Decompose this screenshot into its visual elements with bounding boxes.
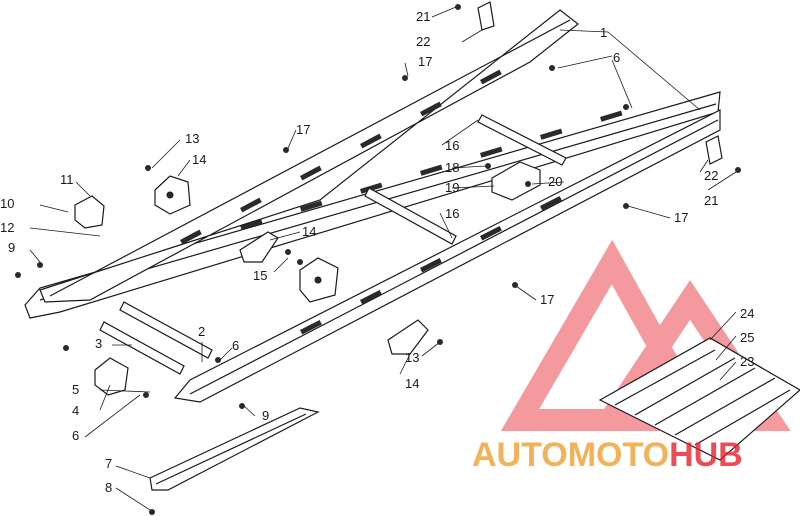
track-23 [598, 337, 800, 461]
svg-text:AUTOMOTOHUB: AUTOMOTOHUB [472, 436, 743, 474]
callout-11: 11 [60, 172, 74, 187]
callout-18: 18 [445, 160, 459, 175]
callout-8: 8 [105, 480, 112, 495]
callout-13a: 13 [185, 131, 199, 146]
callout-3: 3 [95, 336, 102, 351]
hyfax-wear-strip-7 [149, 407, 320, 491]
stop-block-11 [74, 195, 105, 229]
rear-bracket-22a [477, 1, 495, 31]
callout-12: 12 [0, 220, 14, 235]
callout-6c: 6 [72, 428, 79, 443]
callout-10: 10 [0, 196, 14, 211]
callout-15: 15 [253, 268, 267, 283]
callout-6a: 6 [613, 50, 620, 65]
callout-21b: 21 [704, 193, 718, 208]
callout-14b: 14 [302, 224, 316, 239]
fasteners [15, 4, 741, 515]
cross-shaft-3 [99, 321, 185, 375]
callout-22a: 22 [416, 34, 430, 49]
callout-16b: 16 [445, 206, 459, 221]
callout-labels: 1 2 3 4 5 6 6 6 7 8 9 9 10 11 12 13 13 1… [0, 9, 754, 495]
callout-19: 19 [445, 180, 459, 195]
bracket-14b [239, 231, 279, 263]
bumper-4 [94, 357, 129, 396]
callout-7: 7 [105, 456, 112, 471]
callout-9a: 9 [8, 240, 15, 255]
callout-2: 2 [198, 324, 205, 339]
callout-13b: 13 [405, 350, 419, 365]
cross-shaft-2 [119, 301, 213, 359]
watermark-text: AUTOMOTOHUB [472, 436, 743, 474]
bracket-14c [299, 257, 339, 303]
cross-shaft-16a [477, 114, 567, 166]
callout-16a: 16 [445, 138, 459, 153]
callout-17d: 17 [540, 292, 554, 307]
callout-23: 23 [740, 354, 754, 369]
callout-9b: 9 [262, 408, 269, 423]
watermark-text-part1: AUTOMOTO [472, 436, 669, 474]
callout-21a: 21 [416, 9, 430, 24]
callout-5: 5 [72, 382, 79, 397]
callout-17c: 17 [674, 210, 688, 225]
bracket-14a [154, 175, 191, 215]
callout-20: 20 [548, 174, 562, 189]
callout-14a: 14 [192, 152, 206, 167]
cross-shaft-16b [364, 187, 457, 245]
leader-lines [29, 6, 737, 511]
watermark-text-part2: HUB [669, 436, 743, 474]
bracket-14d [387, 319, 429, 355]
callout-4: 4 [72, 403, 79, 418]
callout-1: 1 [600, 25, 607, 40]
callout-22b: 22 [704, 168, 718, 183]
right-slide-rail [39, 9, 579, 303]
callout-14c: 14 [405, 376, 419, 391]
wear-block-19 [491, 161, 541, 201]
lower-front-rail [173, 109, 721, 403]
callout-17a: 17 [418, 54, 432, 69]
callout-17b: 17 [296, 122, 310, 137]
rear-bracket-22b [705, 135, 723, 165]
callout-24: 24 [740, 306, 754, 321]
callout-25: 25 [740, 330, 754, 345]
callout-6b: 6 [232, 338, 239, 353]
